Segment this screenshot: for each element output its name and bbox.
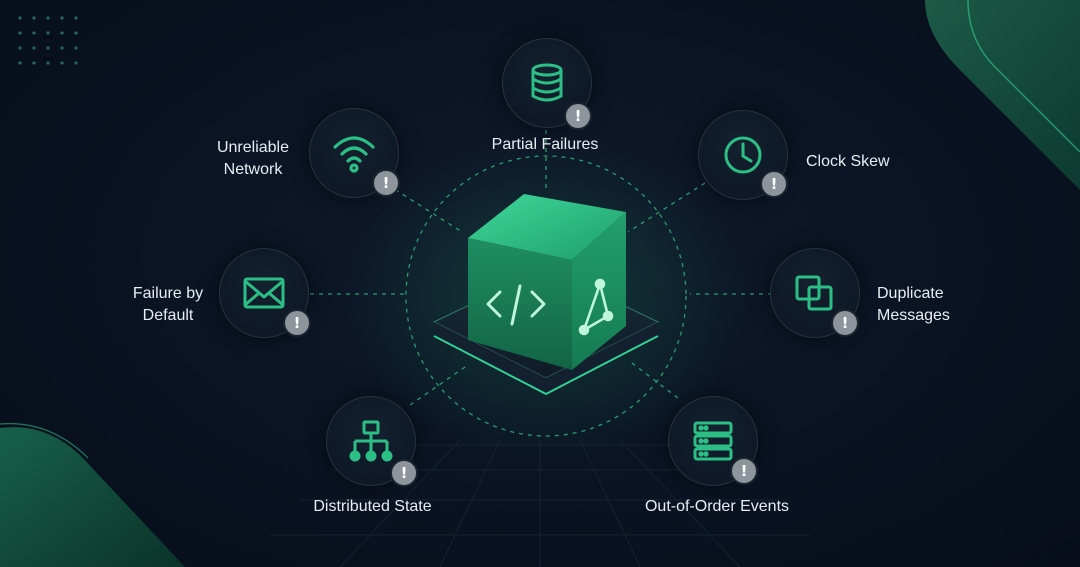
clock-icon — [724, 136, 762, 174]
node-label-out-of-order-events: Out-of-Order Events — [644, 498, 790, 515]
warning-badge: ! — [831, 309, 859, 337]
database-icon — [531, 63, 563, 102]
corner-shape-top-right — [925, 0, 1080, 190]
dot-grid — [18, 16, 78, 65]
warning-badge: ! — [390, 459, 418, 487]
server-stack-icon — [693, 421, 733, 461]
duplicate-squares-icon — [795, 275, 833, 311]
warning-badge: ! — [564, 102, 592, 130]
network-triangle-icon — [578, 278, 614, 336]
node-label-clock-skew: Clock Skew — [806, 153, 890, 170]
node-label-unreliable-network: Unreliable Network — [216, 139, 290, 178]
envelope-icon — [243, 277, 285, 309]
code-brackets-icon — [486, 284, 546, 326]
warning-badge: ! — [372, 169, 400, 197]
connector-lines — [310, 130, 772, 406]
node-label-distributed-state: Distributed State — [313, 498, 432, 515]
corner-shape-bottom-left — [0, 427, 185, 567]
wifi-icon — [333, 136, 375, 173]
node-label-duplicate-messages: Duplicate Messages — [877, 285, 950, 324]
node-label-failure-by-default: Failure by Default — [132, 285, 204, 324]
node-label-partial-failures: Partial Failures — [491, 136, 599, 153]
warning-badge: ! — [283, 309, 311, 337]
hierarchy-icon — [349, 420, 393, 462]
node-distributed-state — [326, 396, 416, 486]
warning-badge: ! — [730, 457, 758, 485]
dashed-ring — [405, 155, 687, 437]
warning-badge: ! — [760, 170, 788, 198]
center-cube — [432, 194, 660, 396]
